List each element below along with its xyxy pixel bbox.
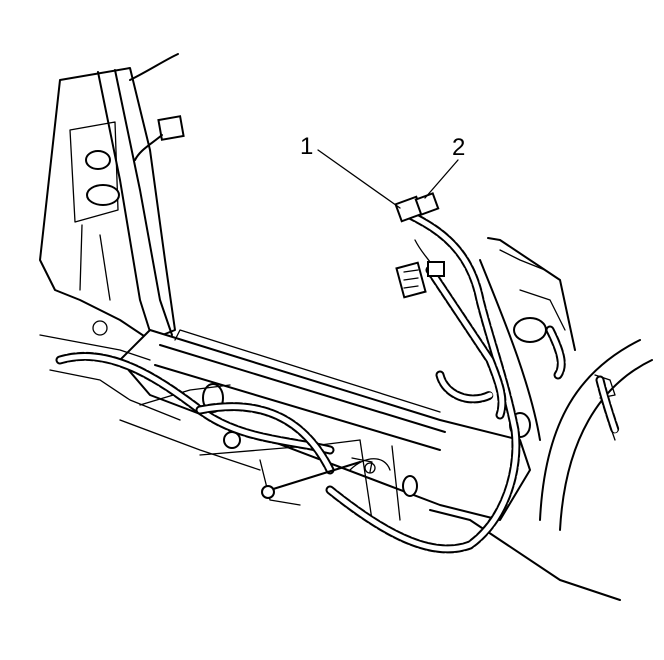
callout-label-1: 1 <box>300 133 313 160</box>
left-pillar <box>39 53 179 341</box>
callout-leaders <box>317 149 459 209</box>
callout-label-2: 2 <box>452 134 465 161</box>
connector-2 <box>414 192 440 216</box>
harness-connectors <box>394 192 445 299</box>
bolt-fastener <box>261 457 376 499</box>
leader-1 <box>317 149 401 209</box>
pillar-connector <box>134 115 185 161</box>
connector-block <box>395 261 427 299</box>
connector-small <box>427 261 445 277</box>
rocker-panel <box>119 329 531 521</box>
wire-harness <box>55 210 620 554</box>
floor-structure <box>39 334 361 506</box>
leader-2 <box>424 159 459 199</box>
